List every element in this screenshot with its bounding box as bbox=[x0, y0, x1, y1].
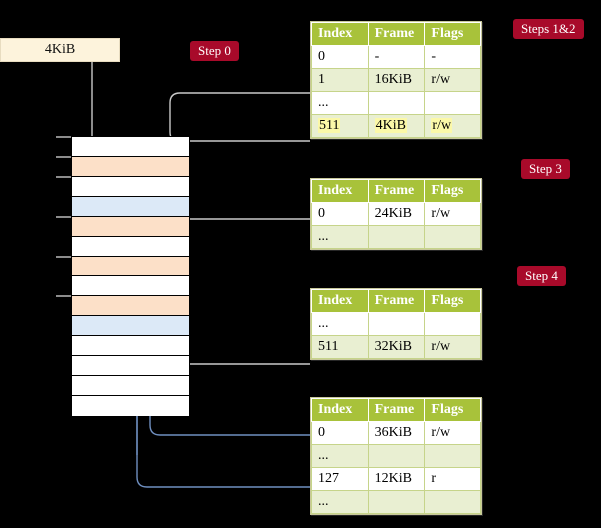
column-header: Index bbox=[311, 22, 369, 46]
table-cell: ... bbox=[311, 91, 369, 115]
table-cell: 1 bbox=[311, 68, 369, 92]
physical-memory-column bbox=[71, 136, 190, 416]
table-row: ... bbox=[311, 225, 481, 249]
table-cell: 511 bbox=[311, 114, 369, 138]
memory-frame-row bbox=[72, 276, 189, 297]
memory-frame-row bbox=[72, 176, 189, 197]
memory-frame-row bbox=[72, 356, 189, 377]
table-cell bbox=[424, 444, 481, 468]
table-cell: 32KiB bbox=[367, 335, 426, 359]
table-row: ... bbox=[311, 490, 481, 514]
table-cell bbox=[424, 91, 481, 115]
memory-frame-row bbox=[72, 137, 189, 157]
memory-tick bbox=[56, 136, 72, 138]
memory-frame-row bbox=[72, 395, 189, 416]
table-cell: r/w bbox=[424, 335, 481, 359]
memory-frame-row bbox=[72, 296, 189, 317]
memory-frame-row bbox=[72, 256, 189, 277]
table-cell: 4KiB bbox=[367, 114, 426, 138]
table-cell: 12KiB bbox=[367, 467, 426, 491]
table-cell bbox=[367, 91, 426, 115]
memory-tick bbox=[56, 295, 72, 298]
column-header: Index bbox=[311, 289, 369, 313]
table-cell bbox=[367, 312, 426, 336]
table-row: ... bbox=[311, 444, 481, 468]
column-header: Flags bbox=[424, 22, 481, 46]
step-badge-step0: Step 0 bbox=[190, 41, 239, 61]
table-cell: 0 bbox=[311, 45, 369, 69]
step-badge-step4: Step 4 bbox=[517, 266, 566, 286]
table-cell bbox=[367, 225, 426, 249]
table-cell: r/w bbox=[424, 114, 481, 138]
table-row: ... bbox=[311, 312, 481, 336]
table-cell: 511 bbox=[311, 335, 369, 359]
column-header: Index bbox=[311, 179, 369, 203]
table-cell: r/w bbox=[424, 421, 481, 445]
table-cell bbox=[367, 490, 426, 514]
memory-frame-row bbox=[72, 376, 189, 396]
table-cell: 16KiB bbox=[367, 68, 426, 92]
column-header: Frame bbox=[367, 289, 426, 313]
memory-tick bbox=[56, 155, 72, 158]
source-frame-label: 4KiB bbox=[44, 42, 76, 57]
memory-tick bbox=[56, 175, 72, 178]
memory-frame-row bbox=[72, 216, 189, 237]
table-cell: ... bbox=[311, 312, 369, 336]
memory-frame-row bbox=[72, 316, 189, 337]
table-cell: 0 bbox=[311, 421, 369, 445]
table-cell: 36KiB bbox=[367, 421, 426, 445]
table-cell bbox=[424, 490, 481, 514]
memory-frame-row bbox=[72, 196, 189, 217]
column-header: Flags bbox=[424, 398, 481, 422]
table-cell: r bbox=[424, 467, 481, 491]
table-cell bbox=[424, 312, 481, 336]
memory-frame-row bbox=[72, 156, 189, 177]
column-header: Frame bbox=[367, 179, 426, 203]
highlighted-value: r/w bbox=[431, 118, 453, 133]
column-header: Frame bbox=[367, 22, 426, 46]
table-cell: ... bbox=[311, 444, 369, 468]
table-row: 511 4KiB r/w bbox=[311, 114, 481, 138]
column-header: Frame bbox=[367, 398, 426, 422]
memory-tick bbox=[56, 215, 72, 218]
table-row: ... bbox=[311, 91, 481, 115]
table-cell: ... bbox=[311, 490, 369, 514]
table-cell: 127 bbox=[311, 467, 369, 491]
column-header: Flags bbox=[424, 179, 481, 203]
table-cell bbox=[424, 225, 481, 249]
column-header: Flags bbox=[424, 289, 481, 313]
memory-frame-row bbox=[72, 236, 189, 257]
table-cell: ... bbox=[311, 225, 369, 249]
table-cell: 24KiB bbox=[367, 202, 426, 226]
source-frame-box: 4KiB bbox=[0, 38, 120, 62]
table-cell bbox=[367, 444, 426, 468]
memory-tick bbox=[56, 255, 72, 258]
table-cell: r/w bbox=[424, 68, 481, 92]
table-cell: - bbox=[367, 45, 426, 69]
column-header: Index bbox=[311, 398, 369, 422]
highlighted-value: 4KiB bbox=[374, 118, 407, 133]
table-row: 0-- bbox=[311, 45, 481, 69]
table-cell: r/w bbox=[424, 202, 481, 226]
step-badge-steps12: Steps 1&2 bbox=[513, 19, 584, 39]
table-cell: - bbox=[424, 45, 481, 69]
highlighted-value: 511 bbox=[318, 118, 341, 133]
memory-frame-row bbox=[72, 336, 189, 357]
table-cell: 0 bbox=[311, 202, 369, 226]
step-badge-step3: Step 3 bbox=[521, 159, 570, 179]
